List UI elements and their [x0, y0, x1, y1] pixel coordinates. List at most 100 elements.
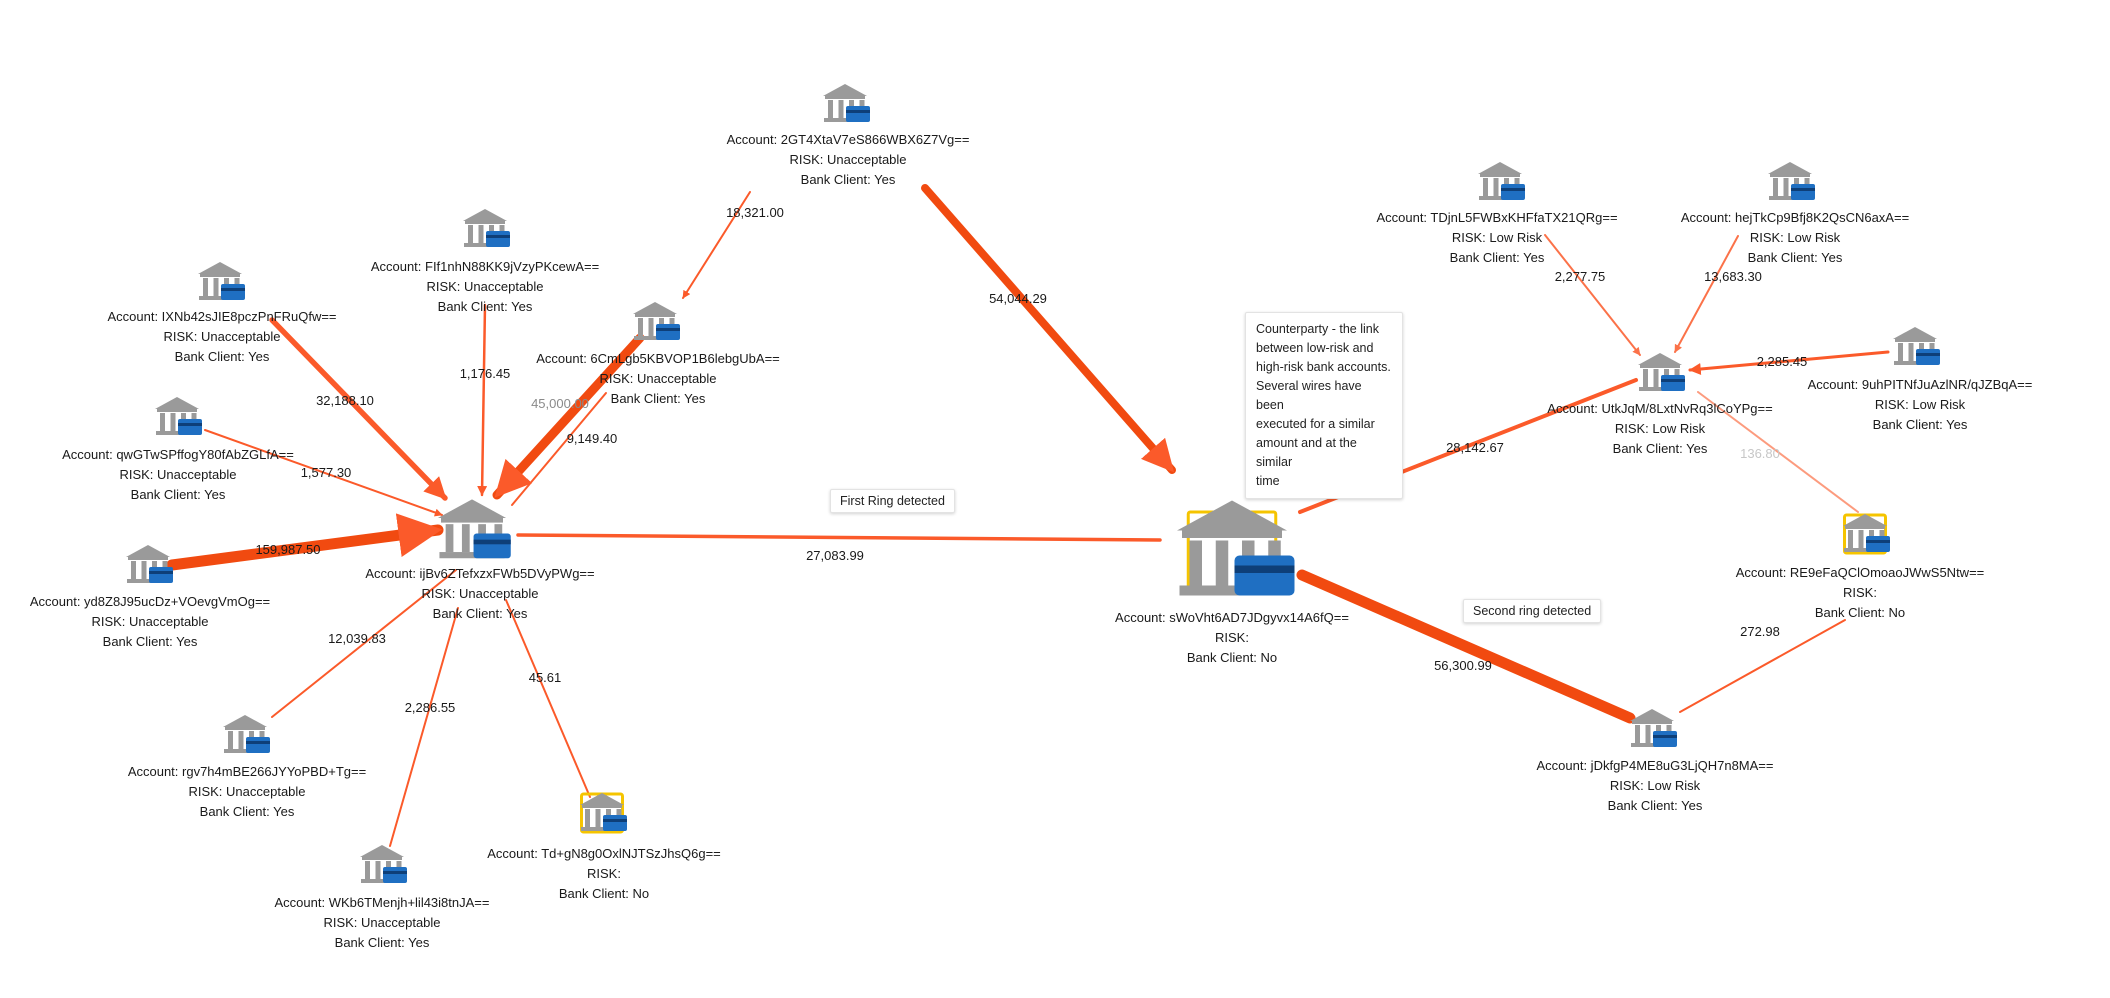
edge-hub1-to-tdg[interactable] — [505, 599, 591, 798]
account-node-hub2[interactable]: Account: UtkJqM/8LxtNvRq3lCoYPg==RISK: L… — [1547, 353, 1773, 456]
annotation-line: executed for a similar — [1256, 417, 1375, 431]
edge-top-to-cp[interactable] — [921, 184, 1176, 474]
edge-labels-layer: 18,321.0054,044.2932,188.101,176.4545,00… — [255, 205, 1807, 715]
account-node-yd8[interactable]: Account: yd8Z8J95ucDz+VOevgVmOg== RISK: U… — [30, 545, 270, 649]
annotation-line: high-risk bank accounts. — [1256, 360, 1391, 374]
bank-with-card-icon — [1638, 353, 1685, 391]
first-ring-annotation: First Ring detected — [830, 489, 955, 513]
edge-hub2-to-re9[interactable] — [1697, 391, 1859, 513]
risk-label: RISK: Low Risk — [1452, 230, 1543, 245]
edge-amount-label: 13,683.30 — [1704, 269, 1762, 284]
account-node-top[interactable]: Account: 2GT4XtaV7eS866WBX6Z7Vg==RISK: U… — [727, 84, 970, 187]
account-id-label: Account: FIf1nhN88KK9jVzyPKcewA== — [371, 259, 599, 274]
bank-client-label: Bank Client: Yes — [433, 606, 528, 621]
risk-label: RISK: Unacceptable — [91, 614, 208, 629]
edge-ff1-to-hub1[interactable] — [477, 303, 488, 497]
credit-card-icon — [383, 867, 407, 883]
credit-card-icon — [1916, 349, 1940, 365]
account-node-9uh[interactable]: Account: 9uhPITNfJuAzlNR/qJZBqA== RISK: L… — [1808, 327, 2033, 432]
risk-label: RISK: Unacceptable — [421, 586, 538, 601]
account-node-6cm[interactable]: Account: 6CmLgb5KBVOP1B6lebgUbA==RISK: U… — [536, 302, 780, 406]
annotation-line: between low-risk and — [1256, 341, 1374, 355]
edge-jdk-to-cp[interactable] — [1296, 569, 1636, 724]
edge-top-to-6cm[interactable] — [682, 191, 751, 299]
bank-with-card-icon — [1893, 327, 1940, 365]
edge-amount-label: 27,083.99 — [806, 548, 864, 563]
bank-client-label: Bank Client: Yes — [801, 172, 896, 187]
bank-client-label: Bank Client: Yes — [335, 935, 430, 950]
risk-label: RISK: Low Risk — [1610, 778, 1701, 793]
edge-amount-label: 1,577.30 — [301, 465, 352, 480]
account-node-hub1[interactable]: Account: ijBv6ZTefxzxFWb5DVyPWg== RISK: U… — [365, 499, 595, 621]
bank-with-card-icon — [126, 545, 173, 583]
account-id-label: Account: yd8Z8J95ucDz+VOevgVmOg== — [30, 594, 270, 609]
risk-label: RISK: — [587, 866, 621, 881]
risk-label: RISK: Unacceptable — [789, 152, 906, 167]
risk-label: RISK: Unacceptable — [599, 371, 716, 386]
bank-with-card-icon — [633, 302, 680, 340]
account-node-tdj[interactable]: Account: TDjnL5FWBxKHFfaTX21QRg==RISK: L… — [1376, 162, 1618, 265]
credit-card-icon — [1653, 731, 1677, 747]
credit-card-icon — [486, 231, 510, 247]
risk-label: RISK: Unacceptable — [119, 467, 236, 482]
edge-amount-label: 2,285.45 — [1757, 354, 1808, 369]
account-node-cp[interactable]: Account: sWoVht6AD7JDgyvx14A6fQ==RISK:Ba… — [1115, 500, 1349, 666]
bank-with-card-icon — [1177, 500, 1295, 596]
bank-client-label: Bank Client: Yes — [1608, 798, 1703, 813]
credit-card-icon — [1234, 555, 1295, 596]
edge-hub1-to-cp[interactable] — [516, 533, 1162, 542]
credit-card-icon — [221, 284, 245, 300]
edge-amount-label: 54,044.29 — [989, 291, 1047, 306]
account-node-rgv[interactable]: Account: rgv7h4mBE266JYYoPBD+Tg==RISK: U… — [128, 715, 366, 819]
edge-amount-label: 18,321.00 — [726, 205, 784, 220]
credit-card-icon — [178, 419, 202, 435]
edge-amount-label: 28,142.67 — [1446, 440, 1504, 455]
account-node-ixn[interactable]: Account: IXNb42sJIE8pczPnFRuQfw== RISK: U… — [107, 262, 337, 364]
edge-re9-to-jdk[interactable] — [1679, 619, 1846, 713]
edge-6cm-to-hub1[interactable] — [492, 333, 645, 500]
edge-hub1-to-wkb[interactable] — [389, 607, 459, 847]
edge-amount-label: 32,188.10 — [316, 393, 374, 408]
edge-hub1-to-6cm[interactable] — [511, 392, 607, 506]
bank-with-card-icon — [463, 209, 510, 247]
account-node-re9[interactable]: Account: RE9eFaQClOmoaoJWwS5Ntw==RISK:Ba… — [1736, 513, 1985, 620]
annotation-line: Several wires have been — [1256, 379, 1362, 412]
account-id-label: Account: Td+gN8g0OxlNJTSzJhsQ6g== — [487, 846, 721, 861]
bank-with-card-icon — [360, 845, 407, 883]
edge-yd8-to-hub1[interactable] — [166, 513, 444, 571]
credit-card-icon — [1866, 536, 1890, 552]
account-node-hej[interactable]: Account: hejTkCp9Bfj8K2QsCN6axA==RISK: L… — [1681, 162, 1909, 265]
bank-client-label: Bank Client: No — [559, 886, 649, 901]
edge-qwg-to-hub1[interactable] — [204, 429, 443, 517]
account-id-label: Account: 9uhPITNfJuAzlNR/qJZBqA== — [1808, 377, 2033, 392]
credit-card-icon — [246, 737, 270, 753]
second-ring-annotation: Second ring detected — [1463, 599, 1602, 623]
edge-tdj-to-hub2[interactable] — [1544, 234, 1641, 356]
edge-amount-label: 159,987.50 — [255, 542, 320, 557]
risk-label: RISK: Unacceptable — [163, 329, 280, 344]
bank-with-card-icon — [223, 715, 270, 753]
account-id-label: Account: rgv7h4mBE266JYYoPBD+Tg== — [128, 764, 366, 779]
risk-label: RISK: Low Risk — [1875, 397, 1966, 412]
edge-ixn-to-hub1[interactable] — [269, 317, 448, 501]
account-node-tdg[interactable]: Account: Td+gN8g0OxlNJTSzJhsQ6g== RISK: Ba… — [487, 792, 721, 901]
edge-hej-to-hub2[interactable] — [1674, 235, 1739, 353]
edge-9uh-to-hub2[interactable] — [1688, 350, 1890, 375]
credit-card-icon — [473, 533, 511, 559]
account-node-wkb[interactable]: Account: WKb6TMenjh+lil43i8tnJA==RISK: U… — [275, 845, 490, 950]
bank-client-label: Bank Client: Yes — [1450, 250, 1545, 265]
edge-hub1-to-rgv[interactable] — [271, 569, 457, 718]
account-node-qwg[interactable]: Account: qwGTwSPffogY80fAbZGLfA==RISK: U… — [62, 397, 294, 502]
account-node-ff1[interactable]: Account: FIf1nhN88KK9jVzyPKcewA==RISK: U… — [371, 209, 599, 314]
bank-client-label: Bank Client: Yes — [175, 349, 270, 364]
account-id-label: Account: ijBv6ZTefxzxFWb5DVyPWg== — [365, 566, 594, 581]
bank-client-label: Bank Client: Yes — [200, 804, 295, 819]
bank-with-card-icon — [580, 793, 627, 831]
credit-card-icon — [656, 324, 680, 340]
bank-client-label: Bank Client: Yes — [1613, 441, 1708, 456]
edge-amount-label: 45.61 — [529, 670, 562, 685]
bank-with-card-icon — [1843, 514, 1890, 552]
account-id-label: Account: IXNb42sJIE8pczPnFRuQfw== — [107, 309, 336, 324]
account-node-jdk[interactable]: Account: jDkfgP4ME8uG3LjQH7n8MA==RISK: L… — [1536, 709, 1774, 813]
account-id-label: Account: WKb6TMenjh+lil43i8tnJA== — [275, 895, 490, 910]
